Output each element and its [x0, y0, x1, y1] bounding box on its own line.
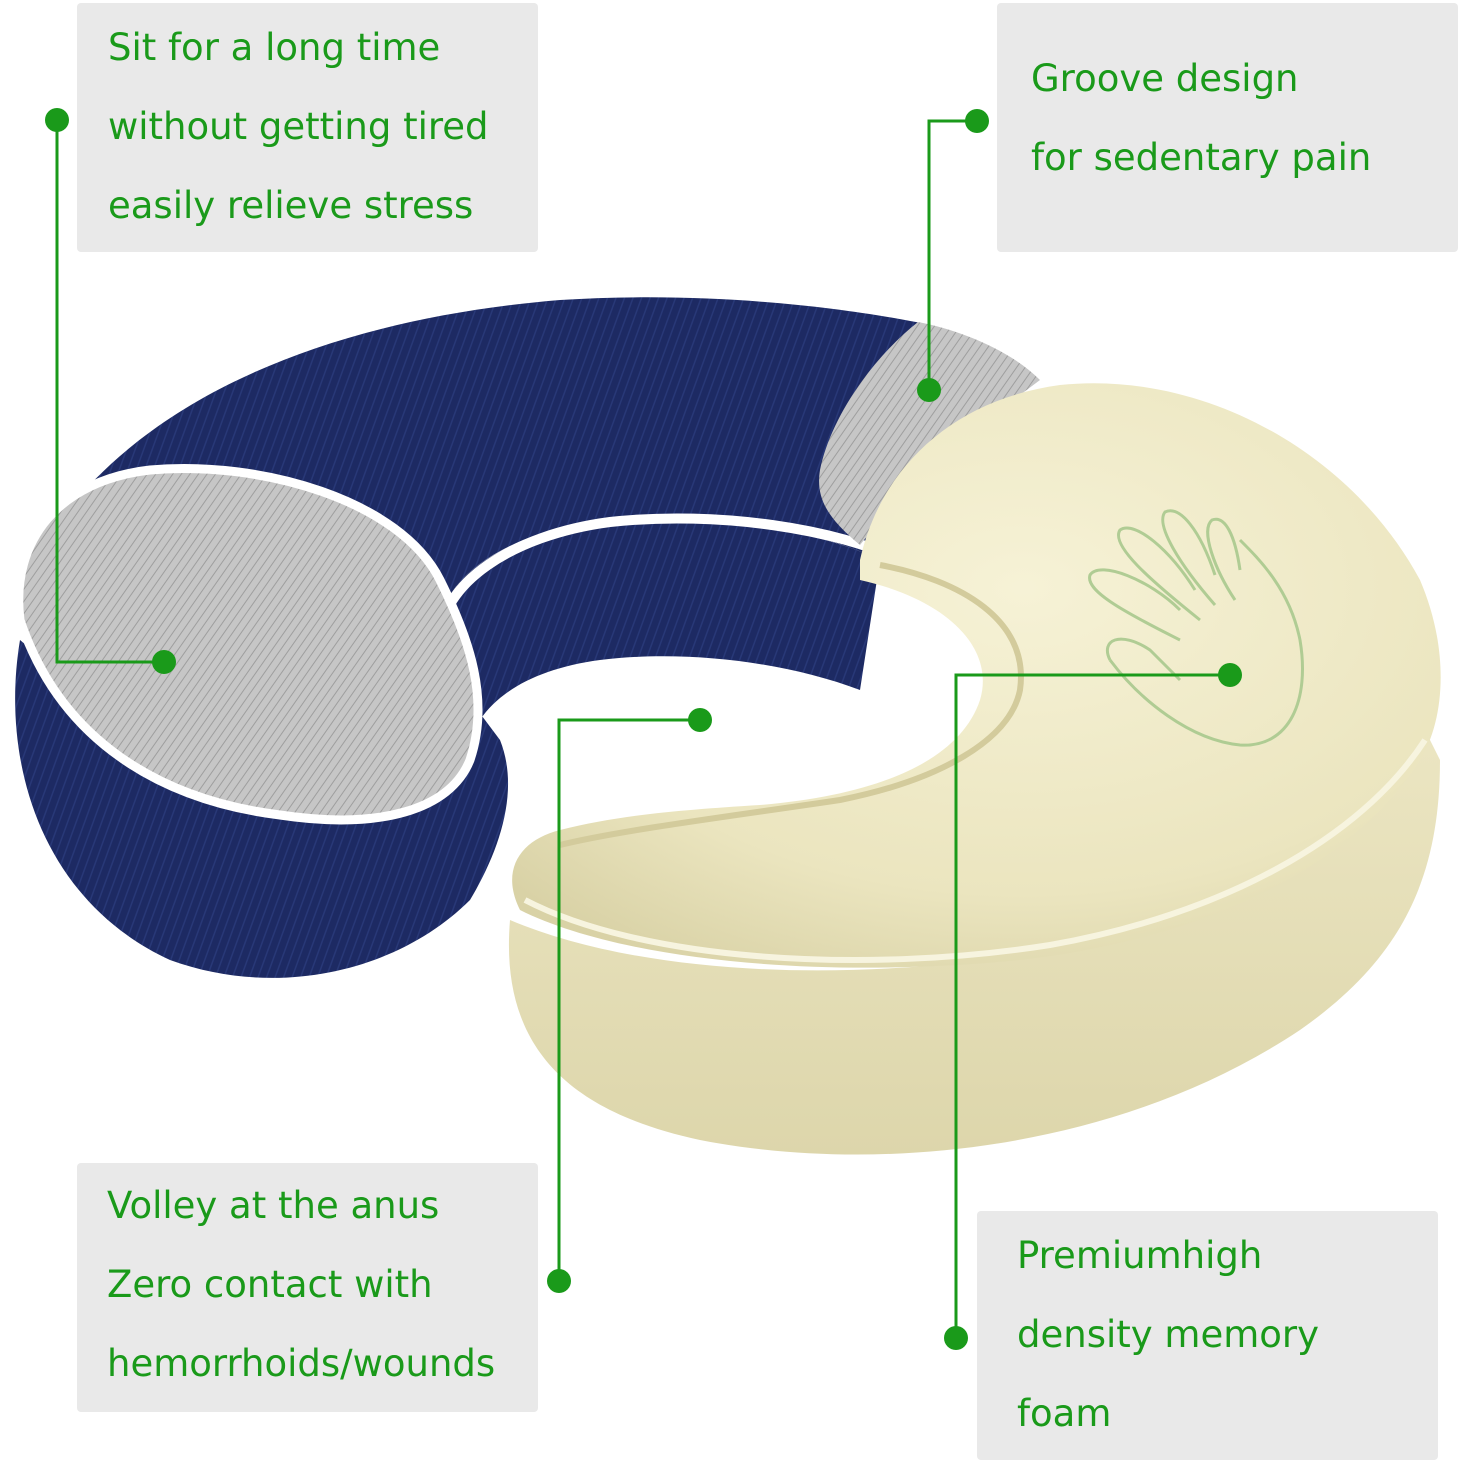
- dot-bottom-right-start: [1218, 663, 1242, 687]
- callout-top-left-line-2: without getting tired: [108, 105, 489, 148]
- mesh-panel-left: [14, 463, 483, 825]
- foam-side: [508, 720, 1440, 1155]
- cushion-piping: [435, 513, 903, 641]
- callout-bottom-right-line-3: foam: [1017, 1392, 1112, 1435]
- connector-lines: [55, 119, 1230, 1338]
- connector-dots: [45, 108, 1242, 1350]
- callout-bottom-right-line-2: density memory: [1017, 1313, 1320, 1356]
- callout-bottom-right-line-1: Premiumhigh: [1017, 1234, 1263, 1277]
- connector-top-left: [55, 120, 164, 664]
- dot-bottom-right-end: [944, 1326, 968, 1350]
- mesh-band-right: [819, 322, 1040, 545]
- callout-bottom-left-line-1: Volley at the anus: [107, 1184, 440, 1227]
- foam-groove: [559, 562, 1024, 848]
- dot-top-right-end: [917, 378, 941, 402]
- callout-top-left: Sit for a long time without getting tire…: [77, 3, 538, 252]
- callout-bottom-left-line-2: Zero contact with: [107, 1263, 433, 1306]
- callout-bottom-left: Volley at the anus Zero contact with hem…: [77, 1163, 538, 1412]
- callout-top-right: Groove design for sedentary pain: [997, 3, 1458, 252]
- dot-top-left-start: [45, 108, 69, 132]
- foam-rim: [523, 738, 1428, 963]
- dot-top-left-end: [152, 650, 176, 674]
- cushion-inner-wall: [440, 519, 880, 720]
- connector-bottom-right: [954, 673, 1230, 1338]
- callout-bottom-left-line-3: hemorrhoids/wounds: [107, 1342, 496, 1385]
- connector-bottom-left: [557, 718, 700, 1281]
- callout-bottom-right: Premiumhigh density memory foam: [977, 1211, 1438, 1460]
- dot-bottom-left-end: [547, 1269, 571, 1293]
- callout-top-left-line-3: easily relieve stress: [108, 184, 474, 227]
- callout-top-right-line-2: for sedentary pain: [1031, 136, 1372, 179]
- hand-imprint-icon: [1088, 509, 1304, 747]
- callout-top-left-line-1: Sit for a long time: [108, 26, 441, 69]
- dot-top-right-start: [965, 109, 989, 133]
- callout-top-right-line-1: Groove design: [1031, 57, 1299, 100]
- dot-bottom-left-start: [688, 708, 712, 732]
- connector-top-right: [927, 119, 977, 390]
